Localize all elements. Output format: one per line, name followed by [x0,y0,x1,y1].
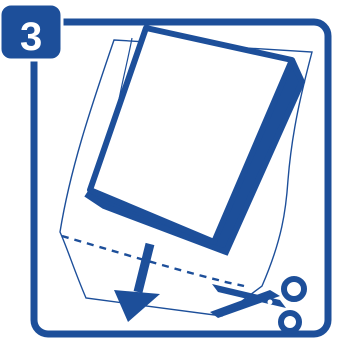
down-arrow-icon [114,244,160,322]
box [86,28,302,252]
arrow-head [114,290,160,322]
arrow-shaft [138,244,150,292]
scissors-handle-upper [284,279,304,299]
step-number: 3 [20,15,42,59]
step-badge: 3 [0,4,62,60]
scissors-icon [210,279,304,331]
scissors-pivot [268,300,273,305]
scissors-handle-lower [281,313,299,331]
